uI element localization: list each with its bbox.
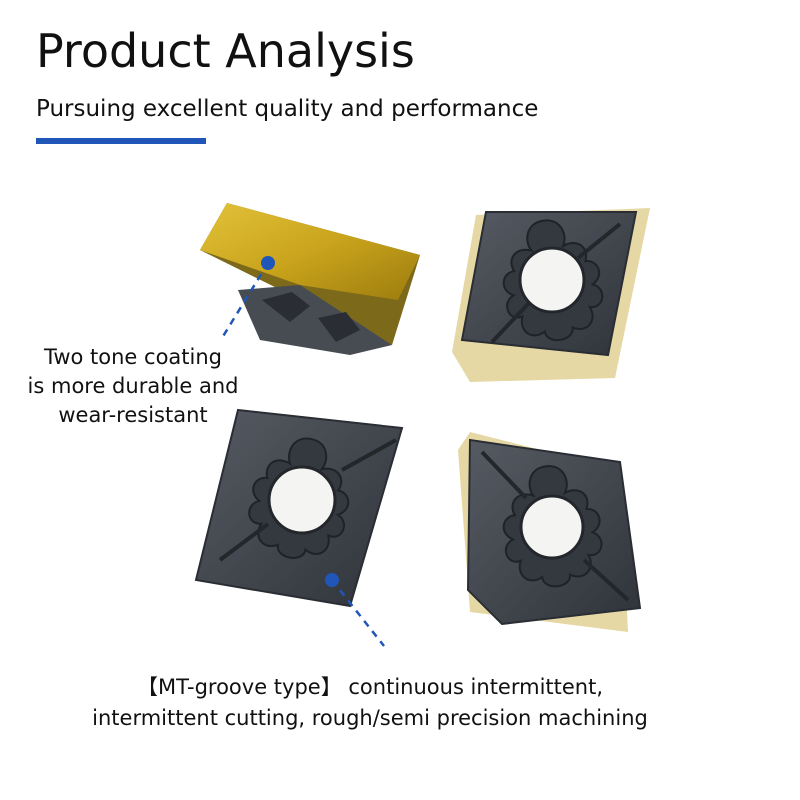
coating-callout-line: is more durable and <box>27 374 239 398</box>
dark-insert-bottom-left <box>194 408 404 608</box>
coating-callout-line: Two tone coating <box>43 345 222 369</box>
groove-callout-line: 【MT-groove type】 continuous intermittent… <box>136 675 604 699</box>
groove-callout: 【MT-groove type】 continuous intermittent… <box>40 672 700 734</box>
coating-callout: Two tone coating is more durable and wea… <box>20 343 246 430</box>
groove-callout-line: intermittent cutting, rough/semi precisi… <box>92 706 648 730</box>
coating-callout-pointer <box>220 256 275 339</box>
accent-bar <box>36 138 206 144</box>
gold-insert <box>200 203 420 355</box>
coating-callout-line: wear-resistant <box>58 403 208 427</box>
page-title: Product Analysis <box>36 24 415 78</box>
product-photo <box>194 203 650 647</box>
page-subtitle: Pursuing excellent quality and performan… <box>36 96 539 122</box>
dark-insert-bottom-right <box>458 432 642 632</box>
groove-callout-pointer <box>325 573 385 647</box>
dark-insert-top-right <box>452 208 650 382</box>
